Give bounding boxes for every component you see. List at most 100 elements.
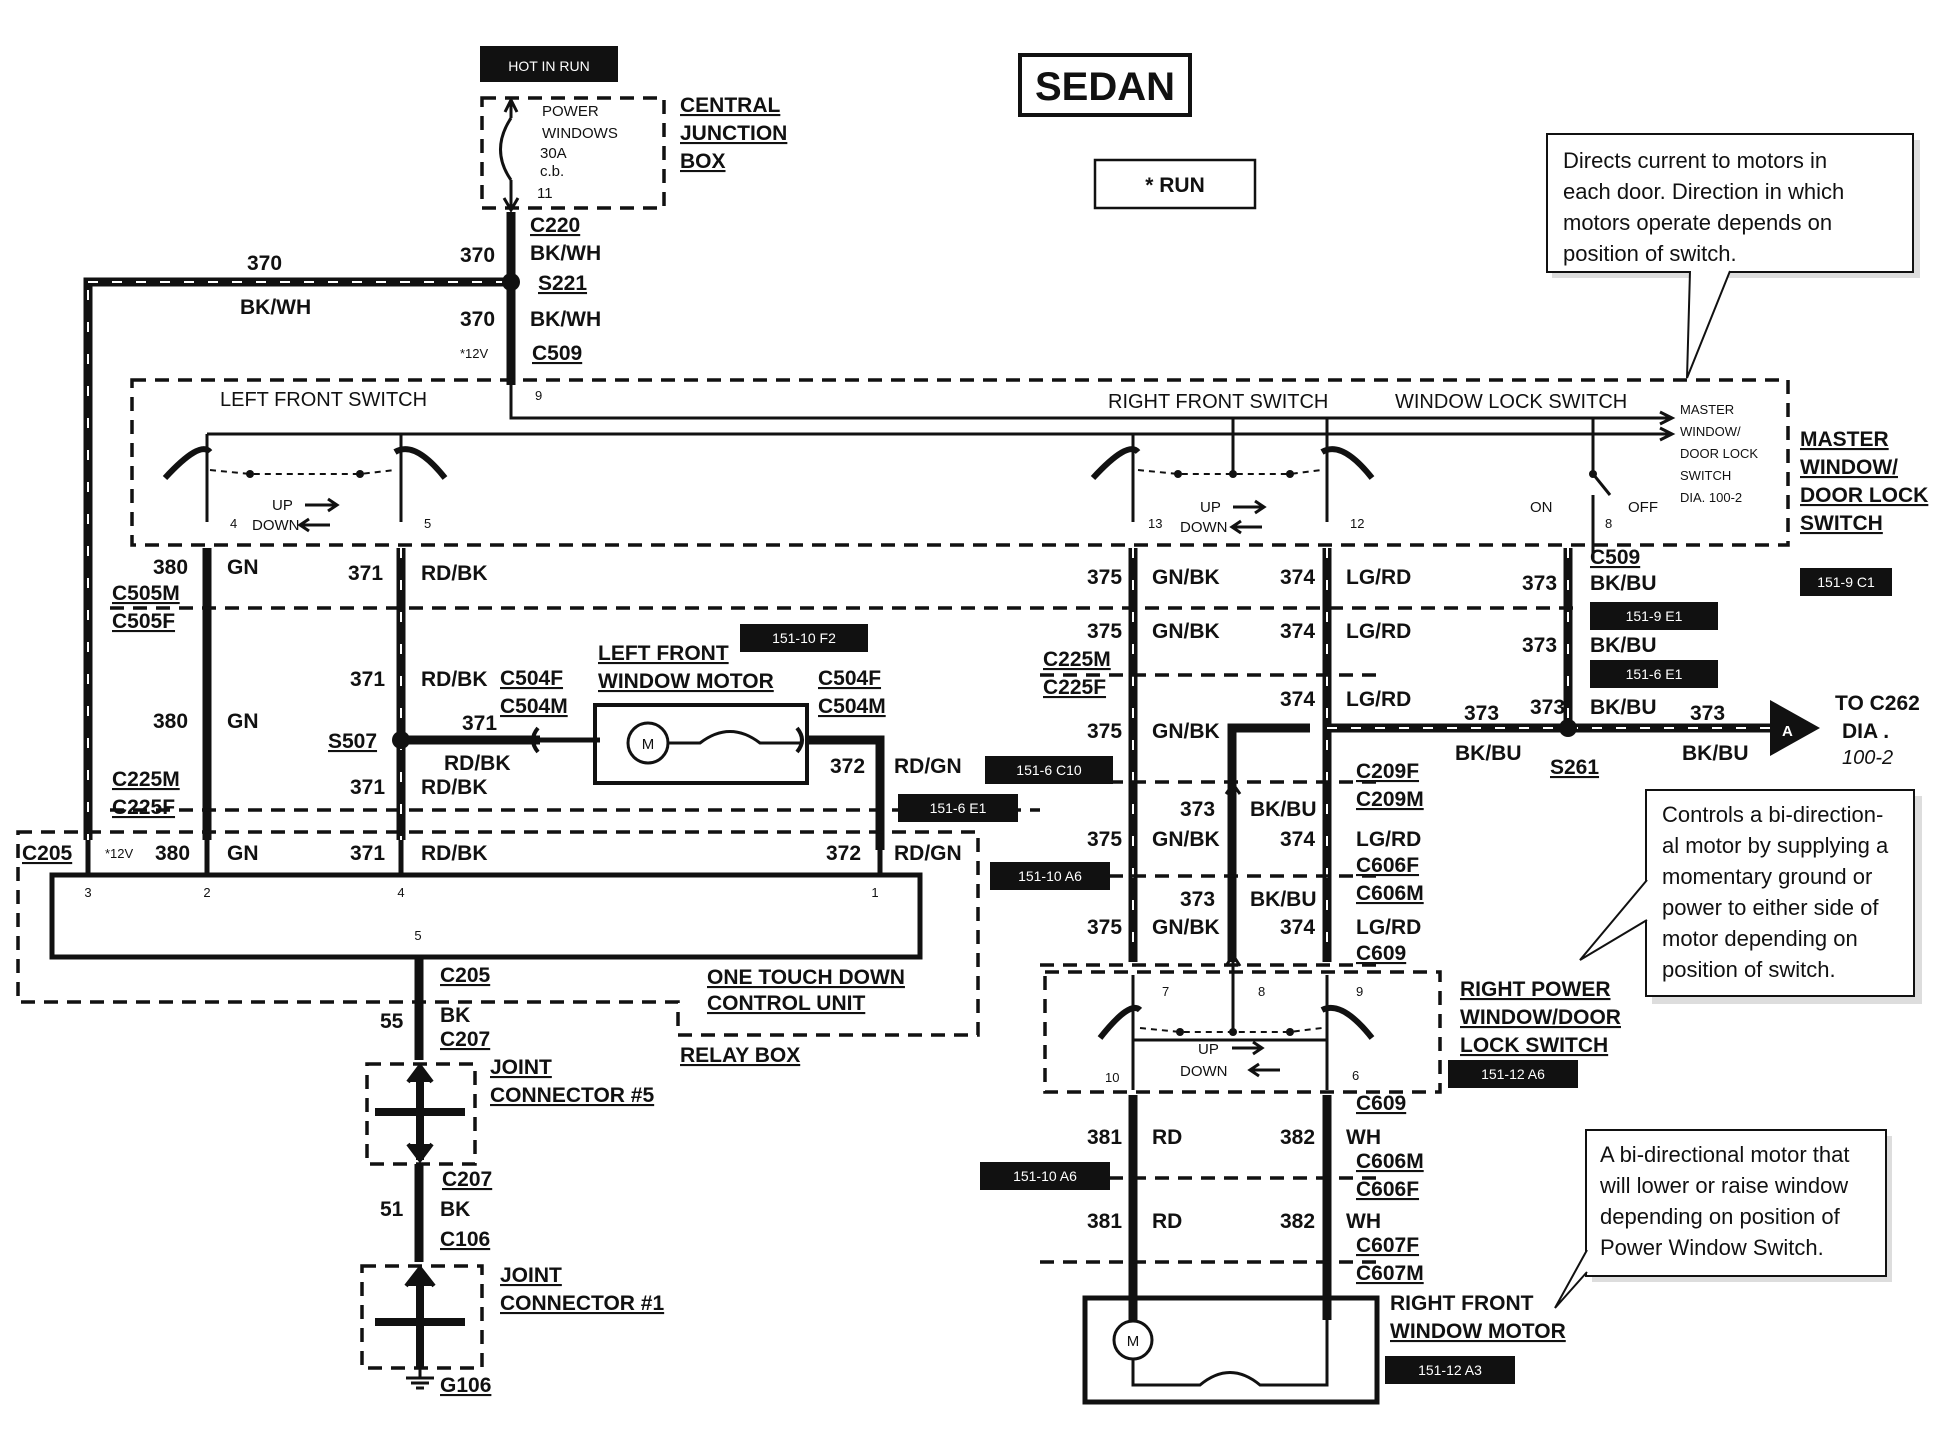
right-front-window-motor <box>1082 1295 1380 1405</box>
c205-lower: C205 <box>440 964 491 987</box>
jc5-label-2: CONNECTOR #5 <box>490 1084 654 1107</box>
tag-151-6-e1-b: 151-6 E1 <box>930 800 987 816</box>
w382-1: 382 <box>1280 1126 1315 1149</box>
lgrd-3: LG/RD <box>1346 688 1411 711</box>
title-box <box>1018 53 1192 117</box>
gnbk-1: GN/BK <box>1152 566 1220 589</box>
bkbu-4: BK/BU <box>1455 742 1522 765</box>
gn-2: GN <box>227 710 259 733</box>
relay-pin-1: 1 <box>871 885 878 900</box>
otd-label-2: CONTROL UNIT <box>707 992 865 1015</box>
wh-2: WH <box>1346 1210 1381 1233</box>
w373-7: 373 <box>1180 888 1215 911</box>
tag-151-10-a6-b: 151-10 A6 <box>1013 1168 1077 1184</box>
splice-s261 <box>1559 719 1577 737</box>
rdbk-2: RD/BK <box>421 668 488 691</box>
master-label-2: WINDOW/ <box>1800 456 1898 479</box>
jc1-label-2: CONNECTOR #1 <box>500 1292 664 1315</box>
one-touch-down-control-unit <box>49 872 923 960</box>
cjb-label-1: CENTRAL <box>680 94 780 117</box>
jc1-label-1: JOINT <box>500 1264 562 1287</box>
v12-relay: *12V <box>105 846 134 861</box>
w373-5: 373 <box>1690 702 1725 725</box>
c504m-right: C504M <box>818 695 886 718</box>
bkwh-left: BK/WH <box>240 296 311 319</box>
rpw-pin-9: 9 <box>1356 984 1363 999</box>
right-front-switch-label: RIGHT FRONT SWITCH <box>1108 391 1328 413</box>
master-text-3: DOOR LOCK <box>1680 446 1758 461</box>
pin-8: 8 <box>1605 516 1612 531</box>
w374-1: 374 <box>1280 566 1315 589</box>
w375-2: 375 <box>1087 620 1122 643</box>
note-control-3: momentary ground or <box>1662 864 1872 889</box>
s261: S261 <box>1550 756 1599 779</box>
v12-top: *12V <box>460 346 489 361</box>
note-master-3: motors operate depends on <box>1563 210 1832 235</box>
otd-label-1: ONE TOUCH DOWN <box>707 966 905 989</box>
tag-151-9-c1: 151-9 C1 <box>1817 574 1875 590</box>
bk-2: BK <box>440 1198 470 1221</box>
c606f: C606F <box>1356 854 1419 877</box>
relay-pin-3: 3 <box>84 885 91 900</box>
down-left: DOWN <box>252 517 300 534</box>
jc5-label-1: JOINT <box>490 1056 552 1079</box>
w370-1: 370 <box>460 244 495 267</box>
relay-pin-4: 4 <box>397 885 404 900</box>
w55: 55 <box>380 1010 404 1033</box>
bkbu-1: BK/BU <box>1590 572 1657 595</box>
c607m: C607M <box>1356 1262 1424 1285</box>
cjb-label-3: BOX <box>680 150 726 173</box>
bkwh-1: BK/WH <box>530 242 601 265</box>
pin-13: 13 <box>1148 516 1162 531</box>
relay-pin-5: 5 <box>414 928 421 943</box>
bk-1: BK <box>440 1004 470 1027</box>
master-text-5: DIA. 100-2 <box>1680 490 1742 505</box>
bus-line-1 <box>509 385 1670 420</box>
rpw-label-3: LOCK SWITCH <box>1460 1034 1608 1057</box>
c606m-2: C606M <box>1356 1150 1424 1173</box>
lock-on: ON <box>1530 499 1553 516</box>
note-control-4: power to either side of <box>1662 895 1879 920</box>
c509-right: C509 <box>1590 546 1640 569</box>
hot-in-run-text: HOT IN RUN <box>508 58 589 74</box>
c504f-right: C504F <box>818 667 881 690</box>
pin9: 9 <box>535 388 542 403</box>
gnbk-5: GN/BK <box>1152 916 1220 939</box>
right-motor-m: M <box>1127 1333 1140 1350</box>
tag-151-10-f2: 151-10 F2 <box>772 630 836 646</box>
fuse-text-1: POWER <box>542 103 599 120</box>
fuse-text-3: 30A <box>540 145 567 162</box>
c209m: C209M <box>1356 788 1424 811</box>
master-text-2: WINDOW/ <box>1680 424 1741 439</box>
gn-3: GN <box>227 842 259 865</box>
window-lock-switch-label: WINDOW LOCK SWITCH <box>1395 391 1627 413</box>
w374-5: 374 <box>1280 916 1315 939</box>
c220: C220 <box>530 214 580 237</box>
w375-1: 375 <box>1087 566 1122 589</box>
master-text-4: SWITCH <box>1680 468 1731 483</box>
rpw-pin-10: 10 <box>1105 1070 1119 1085</box>
tag-151-12-a6: 151-12 A6 <box>1481 1066 1545 1082</box>
ground-symbol <box>406 1368 434 1390</box>
c209f: C209F <box>1356 760 1419 783</box>
w373-4: 373 <box>1530 696 1565 719</box>
w373-2: 373 <box>1522 634 1557 657</box>
diagram-title: SEDAN <box>1035 65 1175 109</box>
note-master-4: position of switch. <box>1563 241 1737 266</box>
gnbk-2: GN/BK <box>1152 620 1220 643</box>
c505m: C505M <box>112 582 180 605</box>
s507: S507 <box>328 730 377 753</box>
tag-151-12-a3: 151-12 A3 <box>1418 1362 1482 1378</box>
w374-4: 374 <box>1280 828 1315 851</box>
w371-1: 371 <box>348 562 383 585</box>
pin-4: 4 <box>230 516 237 531</box>
note-motor-3: depending on position of <box>1600 1204 1841 1229</box>
lgrd-5: LG/RD <box>1356 916 1421 939</box>
c607f: C607F <box>1356 1234 1419 1257</box>
note-master-1: Directs current to motors in <box>1563 148 1827 173</box>
rpw-pin-6: 6 <box>1352 1068 1359 1083</box>
rdbk-4: RD/BK <box>421 842 488 865</box>
gnbk-4: GN/BK <box>1152 828 1220 851</box>
c205-relay: C205 <box>22 842 73 865</box>
